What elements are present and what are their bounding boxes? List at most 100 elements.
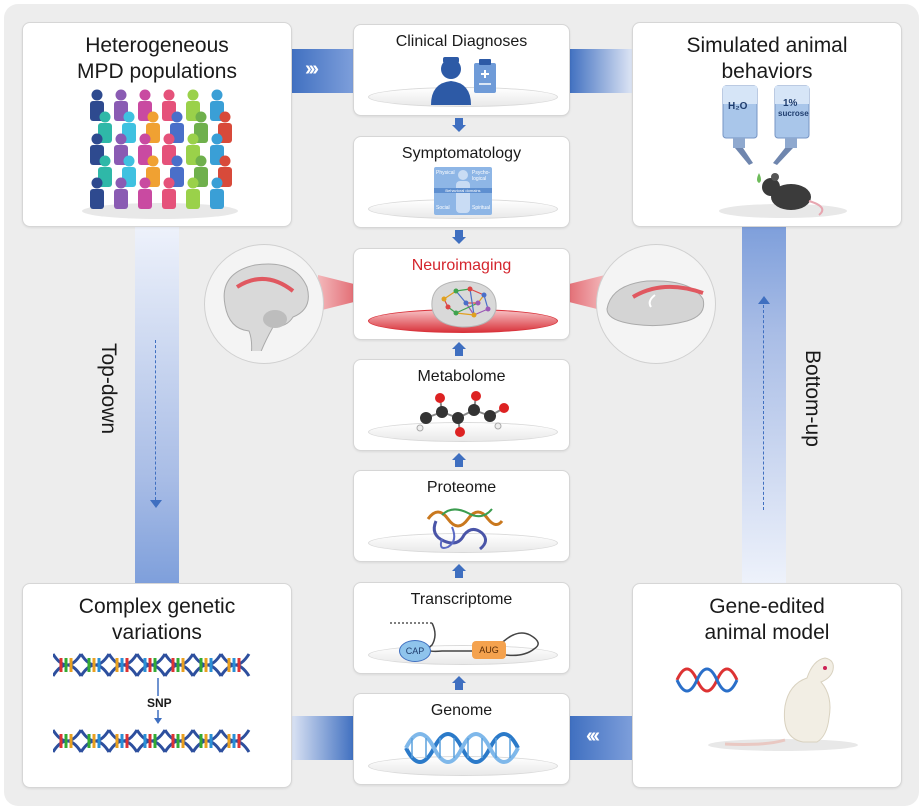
- person-icon: [138, 177, 152, 209]
- person-icon: [90, 177, 104, 209]
- top-right-connector: [569, 49, 633, 93]
- bottle-icon: [719, 85, 847, 218]
- network-node: [485, 306, 491, 312]
- bottom-up-arrow: [763, 305, 764, 510]
- protein-icon: [426, 508, 504, 551]
- card-title: Metabolome: [417, 368, 506, 385]
- card-genetic-variations: Complex genetic variations SNP: [22, 583, 292, 788]
- symptom-quadrant: Physical: [436, 170, 455, 176]
- card-animal-behaviors: Simulated animal behaviors H₂O 1% sucros…: [632, 22, 902, 227]
- card-title: Heterogeneous MPD populations: [77, 34, 237, 83]
- top-left-connector: [290, 49, 354, 93]
- card-proteome: Proteome: [353, 470, 570, 562]
- dna-segment: [219, 653, 251, 677]
- card-genome: Genome: [353, 693, 570, 785]
- brain-network-icon: [431, 280, 497, 328]
- snp-label: SNP: [145, 696, 174, 710]
- rodent-brain-circle: [596, 244, 716, 364]
- molecule-icon: [416, 391, 509, 437]
- network-node: [475, 300, 481, 306]
- doctor-icon: [431, 57, 496, 105]
- dna-segment: [191, 653, 223, 677]
- arrow-genome-trans: [455, 682, 463, 690]
- network-node: [441, 296, 447, 302]
- card-transcriptome: Transcriptome CAP AUG: [353, 582, 570, 674]
- dna-icon: [53, 653, 251, 753]
- arrowhead: [452, 342, 466, 349]
- card-title: Clinical Diagnoses: [395, 33, 528, 50]
- dna-segment: [107, 653, 139, 677]
- dna-segment: [135, 653, 167, 677]
- card-title: Symptomatology: [401, 145, 522, 162]
- arrow-prot-metab: [455, 459, 463, 467]
- card-title: Complex genetic variations: [78, 595, 236, 644]
- bottom-right-chevrons: ‹‹‹: [586, 725, 600, 747]
- arrowhead: [452, 453, 466, 460]
- bottom-up-label: Bottom-up: [801, 350, 824, 447]
- card-title: Gene-edited animal model: [704, 595, 830, 644]
- human-brain-circle: [204, 244, 324, 364]
- network-edge: [469, 288, 485, 296]
- card-gene-edited-model: Gene-edited animal model: [632, 583, 902, 788]
- top-down-arrowhead: [150, 500, 162, 508]
- person-icon: [186, 177, 200, 209]
- network-edge: [455, 312, 475, 316]
- bottom-right-connector: [569, 716, 633, 760]
- network-node: [481, 292, 487, 298]
- population-icon: [82, 89, 238, 219]
- aug-badge: AUG: [472, 641, 506, 659]
- card-clinical-diagnoses: Clinical Diagnoses: [353, 24, 570, 116]
- rodent-brain-icon: [606, 280, 705, 327]
- network-edge: [469, 288, 475, 316]
- person-icon: [162, 177, 176, 209]
- card-mpd-populations: Heterogeneous MPD populations: [22, 22, 292, 227]
- network-node: [467, 286, 473, 292]
- arrow-trans-prot: [455, 570, 463, 578]
- top-down-arrow: [155, 340, 156, 500]
- dna-segment: [219, 729, 251, 753]
- card-title: Proteome: [426, 479, 497, 496]
- network-node: [453, 288, 459, 294]
- top-down-band: [135, 226, 179, 584]
- dna-segment: [191, 729, 223, 753]
- network-node: [463, 300, 469, 306]
- card-neuroimaging: Neuroimaging: [353, 248, 570, 340]
- dna-segment: [53, 729, 83, 753]
- dna-icon: [404, 732, 520, 764]
- arrowhead: [452, 564, 466, 571]
- network-edge: [455, 302, 479, 314]
- network-edge: [473, 308, 489, 316]
- symptom-center: Behavioral domains: [434, 188, 492, 193]
- top-left-chevrons: ›››: [305, 58, 319, 80]
- card-title: Neuroimaging: [411, 257, 512, 274]
- dna-segment: [135, 729, 167, 753]
- arrowhead: [452, 125, 466, 132]
- bottle-label-water: H₂O: [728, 101, 748, 112]
- rat-icon: [675, 657, 858, 751]
- top-down-label: Top-down: [97, 343, 120, 435]
- network-node: [445, 304, 451, 310]
- arrow-symptom-neuro: [455, 230, 463, 238]
- dna-segment: [53, 653, 83, 677]
- dna-segment: [163, 729, 195, 753]
- dna-segment: [79, 729, 111, 753]
- symptom-grid: Physical Psycho-logical Behavioral domai…: [434, 167, 492, 215]
- bottle-label-sucrose: sucrose: [778, 109, 809, 118]
- dna-segment: [79, 653, 111, 677]
- network-node: [471, 312, 477, 318]
- person-icon: [210, 177, 224, 209]
- network-node: [453, 310, 459, 316]
- dna-strand: [675, 667, 739, 693]
- cap-badge: CAP: [399, 640, 431, 662]
- card-plate: [368, 533, 558, 553]
- card-title: Genome: [430, 702, 493, 719]
- person-icon: [114, 177, 128, 209]
- symptom-quadrant: Spiritual: [472, 205, 491, 211]
- human-brain-icon: [223, 263, 309, 351]
- card-title: Simulated animal behaviors: [686, 34, 848, 83]
- dna-segment: [107, 729, 139, 753]
- person-icon: [146, 155, 160, 187]
- card-symptomatology: Symptomatology Physical Psycho-logical B…: [353, 136, 570, 228]
- network-edge: [455, 290, 467, 304]
